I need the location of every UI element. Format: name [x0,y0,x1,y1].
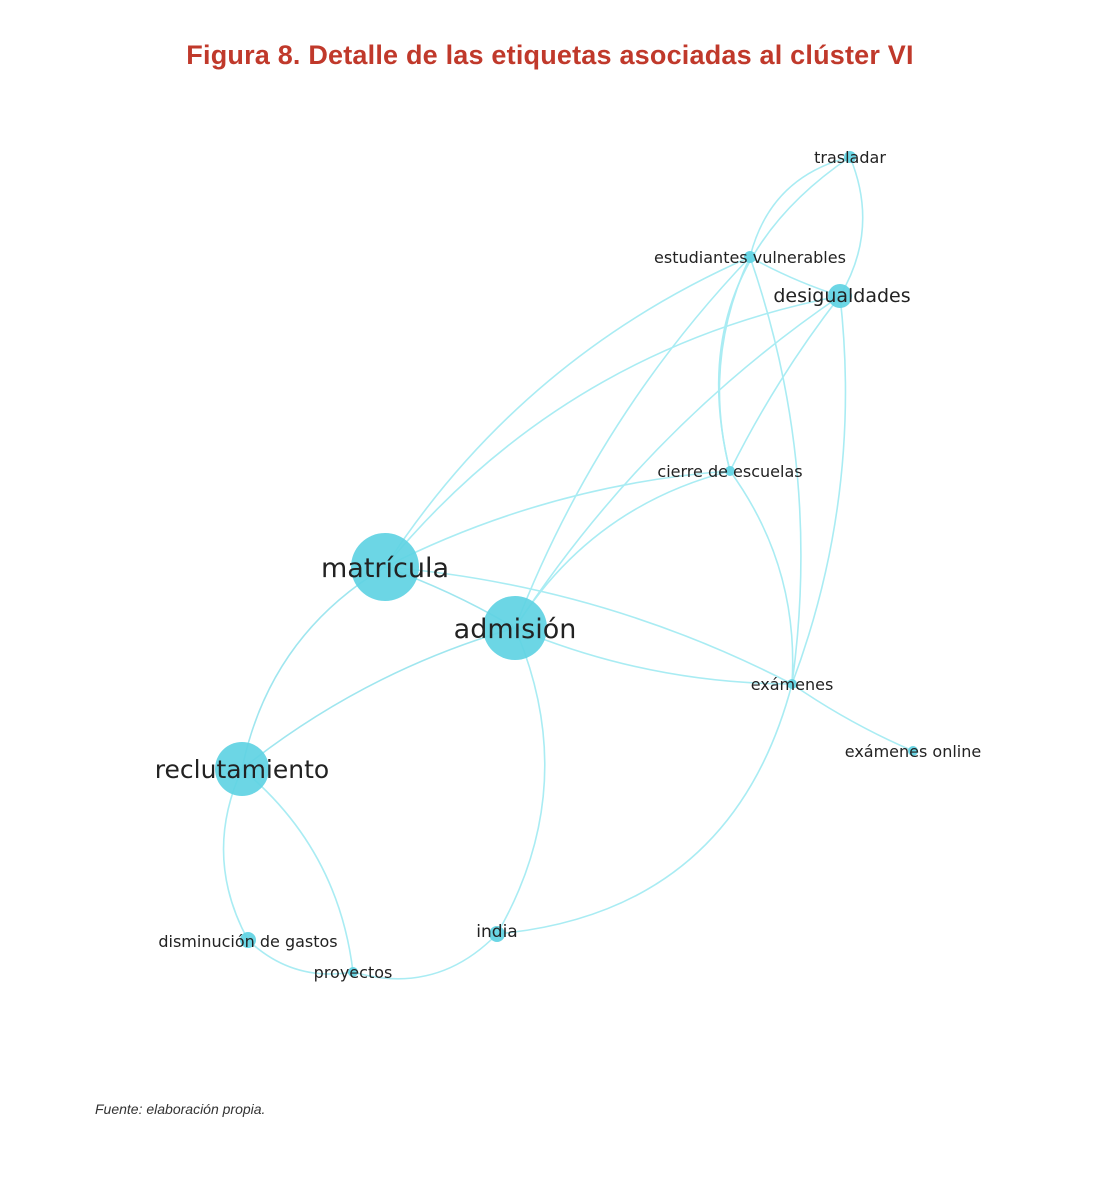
edge-desigualdades-examenes [791,295,847,685]
edge-matricula-reclutamiento [241,566,386,770]
edge-cierre_de_escuelas-admision [514,470,731,629]
edge-matricula-examenes [384,566,793,685]
nodes-layer [215,151,918,977]
node-examenes_online [908,746,918,756]
node-label-cierre_de_escuelas: cierre de escuelas [657,462,802,481]
edge-trasladar-estudiantes_vulnerables [749,156,851,258]
node-admision [483,596,547,660]
node-label-proyectos: proyectos [314,963,393,982]
node-examenes [787,679,797,689]
node-trasladar [844,151,856,163]
edge-desigualdades-cierre_de_escuelas [729,295,841,472]
node-label-estudiantes_vulnerables: estudiantes vulnerables [654,248,846,267]
source-note: Fuente: elaboración propia. [95,1101,266,1117]
edge-estudiantes_vulnerables-admision [514,256,751,629]
node-label-india: india [476,922,517,942]
node-label-disminucion_de_gastos: disminución de gastos [158,932,337,951]
node-label-matricula: matrícula [321,553,449,584]
node-label-reclutamiento: reclutamiento [155,755,329,784]
edge-india-proyectos [352,933,498,980]
edge-trasladar-desigualdades [839,156,864,297]
edge-desigualdades-matricula [384,295,841,568]
figure-title: Figura 8. Detalle de las etiquetas asoci… [186,40,914,70]
edge-estudiantes_vulnerables-cierre_de_escuelas [718,256,751,472]
node-india [489,926,505,942]
edge-cierre_de_escuelas-examenes [729,470,794,685]
node-label-examenes_online: exámenes online [845,742,981,761]
edge-admision-reclutamiento [241,627,516,770]
node-reclutamiento [215,742,269,796]
edges-layer [222,156,914,980]
edge-desigualdades-admision [514,295,841,629]
edge-admision-examenes [514,627,793,685]
edge-cierre_de_escuelas-matricula [384,470,731,568]
node-cierre_de_escuelas [725,466,735,476]
edge-disminucion_de_gastos-proyectos [247,939,354,975]
node-disminucion_de_gastos [240,932,256,948]
node-matricula [351,533,419,601]
node-label-trasladar: trasladar [814,148,886,167]
edge-admision-india [496,627,546,935]
labels-layer: trasladar estudiantes vulnerables desigual… [155,148,981,982]
edge-reclutamiento-proyectos [241,768,354,973]
node-label-desigualdades: desigualdades [773,285,910,307]
node-estudiantes_vulnerables [744,251,756,263]
edge-examenes-india [496,683,793,935]
edge-examenes-examenes_online [791,683,914,752]
node-proyectos [348,967,358,977]
node-label-examenes: exámenes [751,675,834,694]
edge-trasladar-cierre_de_escuelas [717,156,851,472]
node-desigualdades [828,284,852,308]
node-label-admision: admisión [454,614,577,645]
edge-estudiantes_vulnerables-matricula [384,256,751,568]
